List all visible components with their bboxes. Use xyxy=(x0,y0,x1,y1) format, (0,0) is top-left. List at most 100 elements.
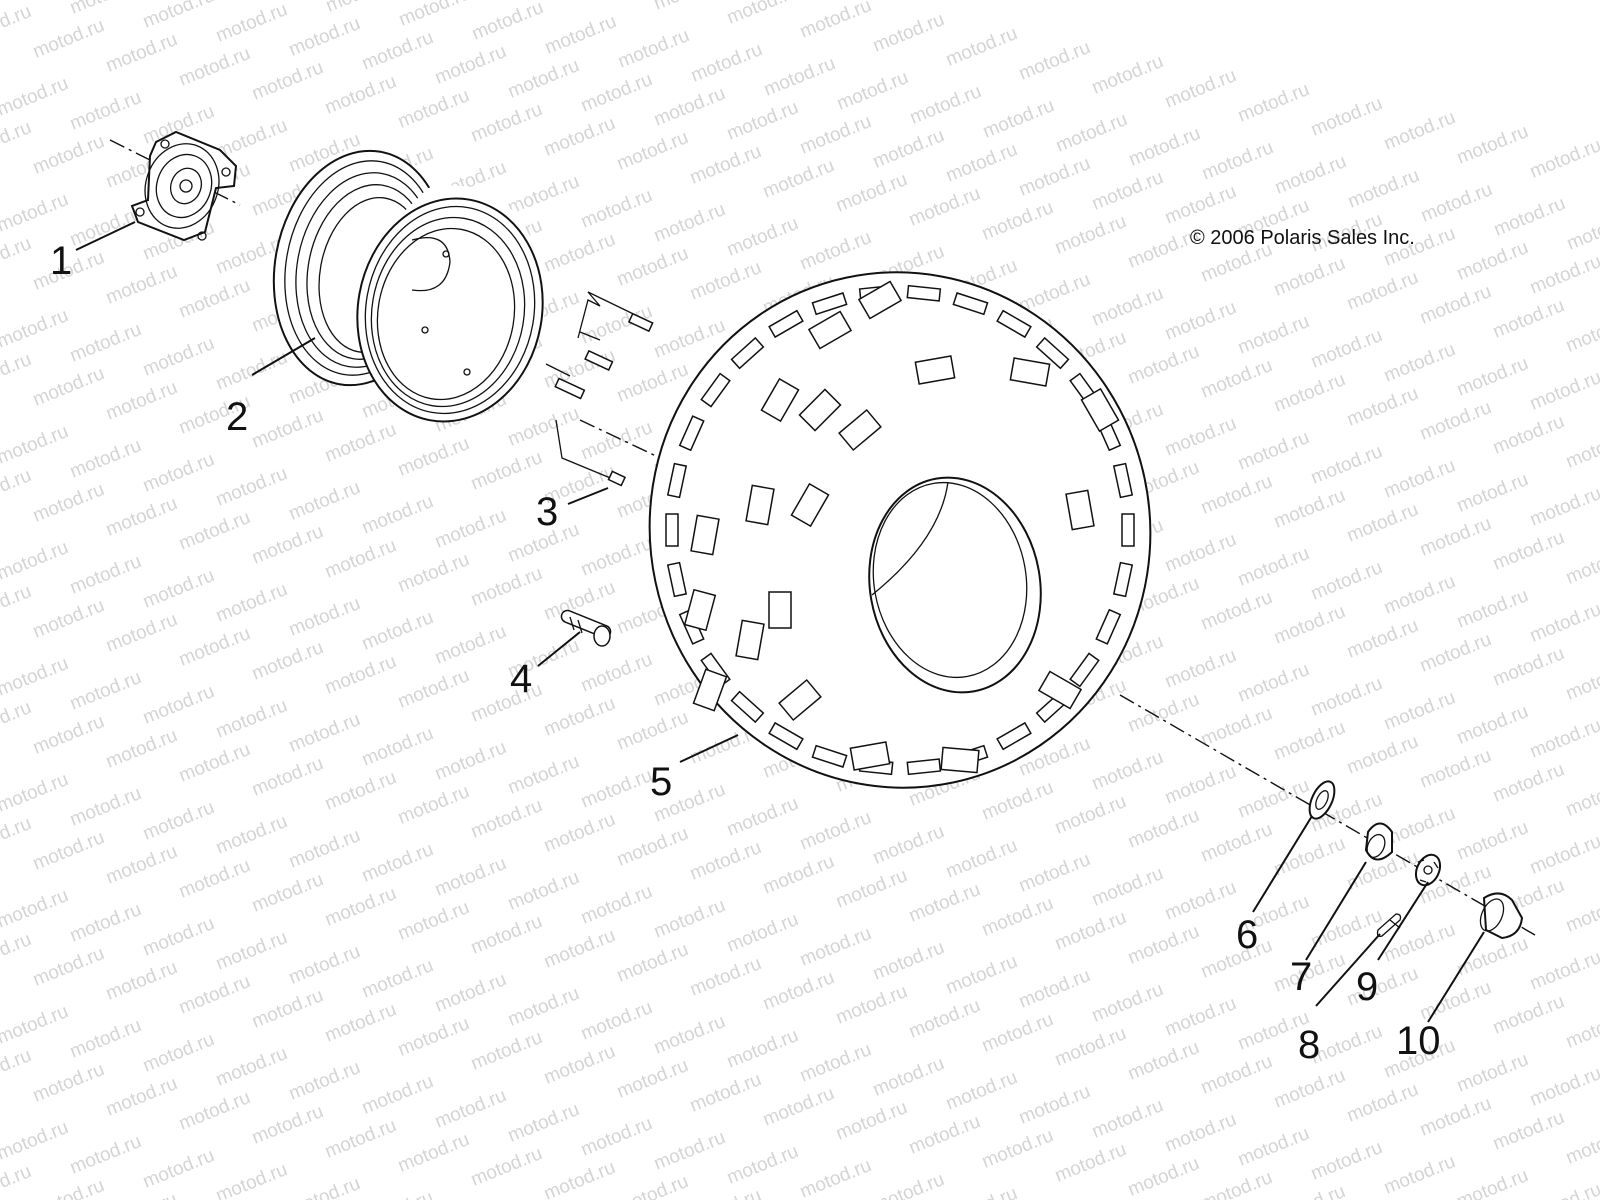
valve-stem-part xyxy=(560,609,612,647)
watermark-text: motod.ru xyxy=(0,117,34,165)
watermark-text: motod.ru xyxy=(30,711,107,759)
watermark-text: motod.ru xyxy=(505,55,582,103)
callout-5: 5 xyxy=(650,760,672,804)
tread-block xyxy=(683,588,717,632)
watermark-text: motod.ru xyxy=(979,777,1056,825)
tread-block xyxy=(996,721,1032,751)
watermark-text: motod.ru xyxy=(578,533,655,581)
watermark-text: motod.ru xyxy=(176,855,253,903)
watermark-text: motod.ru xyxy=(213,0,290,47)
copyright-text: © 2006 Polaris Sales Inc. xyxy=(1190,227,1415,249)
watermark-text: motod.ru xyxy=(0,929,34,977)
tread-block xyxy=(778,678,822,722)
watermark-text: motod.ru xyxy=(0,421,71,469)
watermark-text: motod.ru xyxy=(1490,527,1567,575)
watermark-text: motod.ru xyxy=(797,111,874,159)
washer-part xyxy=(1308,780,1336,820)
watermark-text: motod.ru xyxy=(30,595,107,643)
watermark-text: motod.ru xyxy=(1563,1005,1600,1053)
watermark-text: motod.ru xyxy=(651,1011,728,1059)
watermark-text: motod.ru xyxy=(1162,413,1239,461)
watermark-text: motod.ru xyxy=(1089,979,1166,1027)
callout-6: 6 xyxy=(1236,913,1258,957)
watermark-text: motod.ru xyxy=(1527,831,1600,879)
watermark-text: motod.ru xyxy=(1308,673,1385,721)
watermark-text: motod.ru xyxy=(1052,1139,1129,1187)
watermark-text: motod.ru xyxy=(1052,1023,1129,1071)
watermark-text: motod.ru xyxy=(140,1145,217,1193)
watermark-text: motod.ru xyxy=(322,767,399,815)
watermark-text: motod.ru xyxy=(395,897,472,945)
watermark-text: motod.ru xyxy=(0,813,34,861)
watermark-text: motod.ru xyxy=(249,57,326,105)
tread-block xyxy=(1069,652,1100,688)
watermark-text: motod.ru xyxy=(906,1111,983,1159)
watermark-text: motod.ru xyxy=(1454,469,1531,517)
watermark-text: motod.ru xyxy=(395,85,472,133)
watermark-text: motod.ru xyxy=(1563,889,1600,937)
watermark-text: motod.ru xyxy=(578,1113,655,1161)
watermark-text: motod.ru xyxy=(395,781,472,829)
watermark-text: motod.ru xyxy=(870,1053,947,1101)
watermark-text: motod.ru xyxy=(67,1131,144,1179)
watermark-text: motod.ru xyxy=(1454,585,1531,633)
watermark-text: motod.ru xyxy=(103,609,180,657)
watermark-text: motod.ru xyxy=(103,725,180,773)
watermark-text: motod.ru xyxy=(1272,151,1349,199)
watermark-text: motod.ru xyxy=(213,927,290,975)
tread-block xyxy=(735,619,765,661)
watermark-text: motod.ru xyxy=(943,951,1020,999)
watermark-text: motod.ru xyxy=(0,1,34,49)
watermark-text: motod.ru xyxy=(432,41,509,89)
watermark-text: motod.ru xyxy=(30,363,107,411)
watermark-text: motod.ru xyxy=(614,1055,691,1103)
tread-block xyxy=(798,388,842,432)
watermark-text: motod.ru xyxy=(1198,471,1275,519)
watermark-text: motod.ru xyxy=(1235,311,1312,359)
watermark-text: motod.ru xyxy=(505,867,582,915)
watermark-text: motod.ru xyxy=(176,623,253,671)
watermark-text: motod.ru xyxy=(30,827,107,875)
watermark-text: motod.ru xyxy=(249,985,326,1033)
tread-block xyxy=(811,292,848,316)
watermark-text: motod.ru xyxy=(1490,991,1567,1039)
watermark-text: motod.ru xyxy=(1271,1181,1348,1200)
castle-nut-part xyxy=(1414,853,1442,887)
watermark-text: motod.ru xyxy=(0,73,71,121)
watermark-text: motod.ru xyxy=(1418,179,1495,227)
watermark-text: motod.ru xyxy=(1344,383,1421,431)
watermark-text: motod.ru xyxy=(651,895,728,943)
watermark-text: motod.ru xyxy=(103,957,180,1005)
watermark-text: motod.ru xyxy=(1345,165,1422,213)
watermark-text: motod.ru xyxy=(286,709,363,757)
watermark-text: motod.ru xyxy=(1162,645,1239,693)
watermark-text: motod.ru xyxy=(1417,629,1494,677)
watermark-text: motod.ru xyxy=(0,465,34,513)
callout-3: 3 xyxy=(536,490,558,534)
watermark-text: motod.ru xyxy=(724,793,801,841)
tread-block xyxy=(914,355,956,385)
tread-block xyxy=(678,415,705,452)
watermark-text: motod.ru xyxy=(1162,65,1239,113)
watermark-text: motod.ru xyxy=(1271,485,1348,533)
watermark-text: motod.ru xyxy=(0,769,71,817)
watermark-text: motod.ru xyxy=(176,971,253,1019)
watermark-text: motod.ru xyxy=(103,493,180,541)
watermark-text: motod.ru xyxy=(541,925,618,973)
watermark-text: motod.ru xyxy=(943,23,1020,71)
watermark-text: motod.ru xyxy=(1344,731,1421,779)
watermark-text: motod.ru xyxy=(103,1189,180,1200)
watermark-text: motod.ru xyxy=(176,739,253,787)
watermark-text: motod.ru xyxy=(213,811,290,859)
watermark-text: motod.ru xyxy=(1016,153,1093,201)
watermark-text: motod.ru xyxy=(286,941,363,989)
watermark-text: motod.ru xyxy=(870,821,947,869)
callout-2: 2 xyxy=(226,395,248,439)
watermark-text: motod.ru xyxy=(140,565,217,613)
watermark-text: motod.ru xyxy=(760,851,837,899)
watermark-text: motod.ru xyxy=(1344,499,1421,547)
watermark-text: motod.ru xyxy=(761,53,838,101)
watermark-text: motod.ru xyxy=(724,213,801,261)
watermark-text: motod.ru xyxy=(322,883,399,931)
